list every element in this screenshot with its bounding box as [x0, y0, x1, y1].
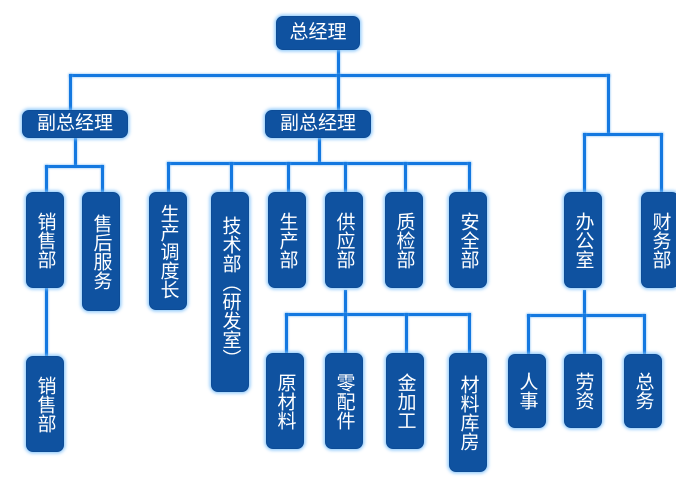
node-human-resources[interactable]: 人事	[508, 354, 546, 428]
node-labor-and-wages[interactable]: 劳资	[564, 354, 602, 428]
node-safety-dept[interactable]: 安全部	[449, 192, 487, 288]
node-label: 零配件	[333, 372, 356, 430]
connector-drop-sales	[45, 165, 48, 192]
connector-supply-stem	[344, 290, 347, 315]
connector-drop-aftersales	[101, 165, 104, 192]
node-metal-processing[interactable]: 金加工	[386, 353, 424, 449]
node-deputy-gm-left[interactable]: 副总经理	[22, 110, 128, 138]
node-after-sales-service[interactable]: 售后服务	[82, 192, 120, 311]
connector-drop-metal-proc	[405, 313, 408, 353]
node-material-warehouse[interactable]: 材料库房	[449, 353, 487, 472]
connector-drop-general-aff	[643, 314, 646, 354]
node-label: 副总经理	[36, 112, 113, 135]
connector-drop-office	[583, 133, 586, 192]
node-deputy-gm-mid[interactable]: 副总经理	[265, 110, 371, 138]
connector-drop-labor-wage	[583, 314, 586, 354]
connector-drop-spare-parts	[344, 313, 347, 353]
node-label: 技术部（研发室）	[219, 216, 242, 368]
node-production-dept[interactable]: 生产部	[268, 192, 306, 288]
node-label: 金加工	[394, 372, 417, 430]
connector-drop-material-wh	[468, 313, 471, 353]
connector-drop-quality	[404, 162, 407, 192]
connector-dgm-left-stem	[74, 138, 77, 167]
node-label: 总务	[632, 372, 655, 410]
node-production-scheduling-chief[interactable]: 生产调度长	[149, 192, 187, 310]
node-raw-material[interactable]: 原材料	[266, 353, 304, 449]
connector-gm-stem	[337, 50, 340, 76]
connector-sales-to-sub	[45, 288, 48, 356]
node-label: 售后服务	[90, 213, 113, 290]
node-technical-dept-rd-office[interactable]: 技术部（研发室）	[211, 192, 249, 392]
node-label: 人事	[516, 372, 539, 410]
connector-drop-safety	[468, 162, 471, 192]
connector-dgm-mid-bus	[167, 162, 471, 165]
connector-drop-hr	[527, 314, 530, 354]
node-supply-dept[interactable]: 供应部	[325, 192, 363, 288]
connector-right-bus	[583, 133, 663, 136]
node-finance-dept[interactable]: 财务部	[641, 192, 676, 288]
node-label: 供应部	[333, 211, 356, 269]
node-label: 安全部	[457, 211, 480, 269]
connector-drop-raw-material	[285, 313, 288, 353]
connector-drop-finance	[660, 133, 663, 192]
node-sales-dept[interactable]: 销售部	[26, 192, 64, 288]
node-label: 材料库房	[457, 374, 480, 451]
connector-drop-supply	[344, 162, 347, 192]
node-label: 生产部	[276, 211, 299, 269]
connector-dgm-mid-stem	[318, 138, 321, 164]
connector-supply-bus	[285, 313, 471, 316]
connector-dgm-left-bus	[45, 165, 104, 168]
node-office[interactable]: 办公室	[564, 192, 602, 288]
node-label: 质检部	[393, 211, 416, 269]
connector-drop-right-branch	[607, 74, 610, 135]
connector-office-stem	[583, 290, 586, 316]
node-label: 办公室	[572, 211, 595, 269]
node-label: 财务部	[649, 211, 672, 269]
node-label: 销售部	[34, 211, 57, 269]
node-label: 原材料	[274, 372, 297, 430]
connector-drop-tech	[230, 162, 233, 192]
connector-office-bus	[527, 314, 645, 317]
node-label: 劳资	[572, 372, 595, 410]
node-label: 副总经理	[279, 112, 356, 135]
node-label: 销售部	[34, 375, 57, 433]
connector-drop-production	[287, 162, 290, 192]
node-label: 总经理	[289, 21, 347, 44]
connector-drop-dgm-mid	[337, 74, 340, 110]
node-sales-dept-sub[interactable]: 销售部	[26, 356, 64, 452]
node-spare-parts[interactable]: 零配件	[325, 353, 363, 449]
node-label: 生产调度长	[157, 203, 180, 299]
node-general-manager[interactable]: 总经理	[276, 16, 360, 50]
node-general-affairs[interactable]: 总务	[624, 354, 662, 428]
connector-drop-prod-sched	[167, 162, 170, 192]
connector-drop-dgm-left	[69, 74, 72, 110]
node-quality-inspection-dept[interactable]: 质检部	[385, 192, 423, 288]
